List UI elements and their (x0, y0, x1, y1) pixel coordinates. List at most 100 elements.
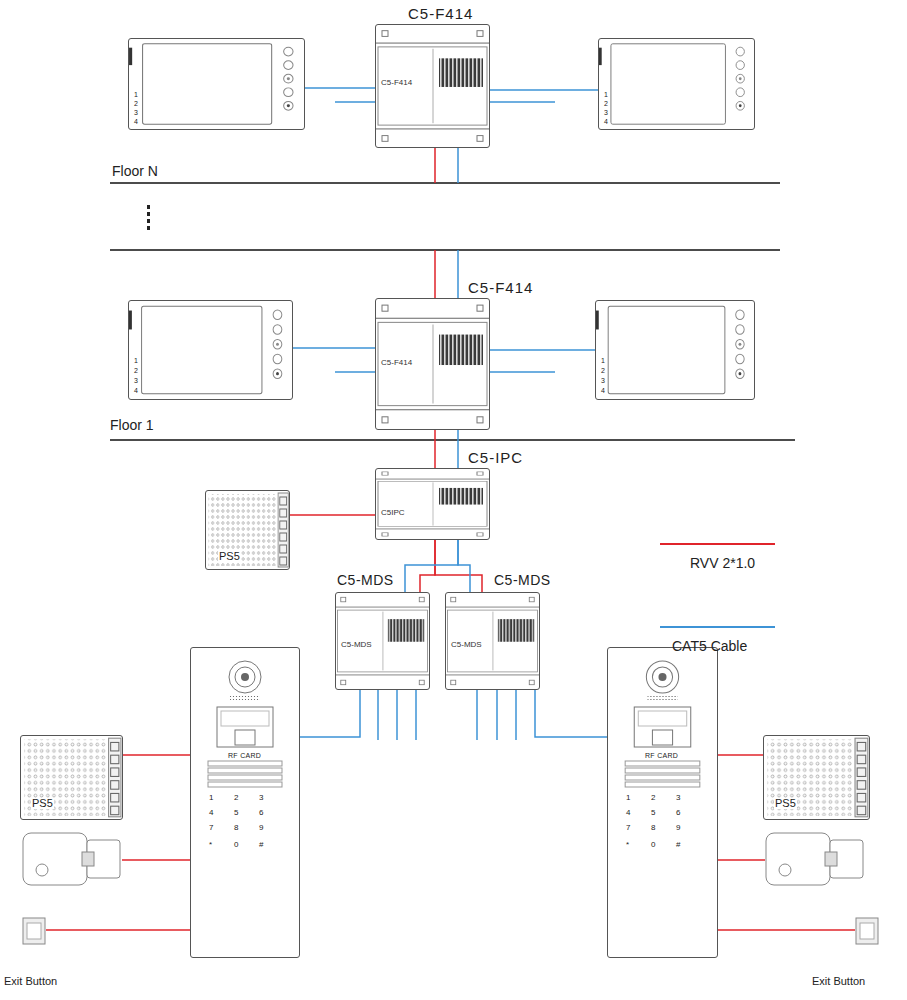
cat5-cable (458, 540, 470, 592)
reader-label: RF CARD (645, 752, 678, 759)
floor-line (110, 439, 795, 440)
keypad-key: 3 (259, 794, 263, 802)
switch-drawing (445, 592, 540, 690)
keypad-key: 7 (209, 824, 213, 832)
button-number: 3 (134, 377, 138, 384)
video-monitor: 1234 (128, 300, 293, 400)
keypad-key: 1 (626, 794, 630, 802)
cat5-cable (293, 347, 375, 349)
keypad-key: * (626, 841, 629, 849)
keypad-key: 2 (651, 794, 655, 802)
model-name: C5-IPC (466, 450, 525, 465)
keypad-key: 8 (651, 824, 655, 832)
cat5-cable (490, 89, 598, 91)
exit-wire (718, 929, 855, 931)
panel-label: C5-F414 (380, 359, 413, 367)
ellipsis-dot (147, 205, 150, 209)
connector-group (123, 88, 763, 755)
power-supply: PS5 (20, 735, 123, 820)
cat5-stub (490, 101, 555, 103)
monitor-drawing (595, 300, 755, 400)
keypad-key: 1 (209, 794, 213, 802)
keypad-key: 7 (626, 824, 630, 832)
button-number: 2 (134, 100, 138, 107)
floor-label: Floor N (112, 164, 158, 178)
door-station: RF CARD123456789*0# (607, 647, 718, 958)
video-monitor: 1 2 3 4 (598, 38, 755, 130)
keypad-key: 5 (234, 809, 238, 817)
cat5-stub (476, 690, 478, 740)
power-wire (435, 540, 482, 592)
power-wire (434, 148, 436, 298)
door-station: RF CARD123456789*0# (190, 647, 300, 958)
cat5-cable (490, 349, 595, 351)
monitor-drawing (598, 38, 755, 130)
power-supply: PS5 (763, 735, 870, 820)
button-number: 3 (601, 377, 605, 384)
power-wire (290, 514, 375, 516)
psu-drawing (205, 490, 290, 570)
button-number: 4 (134, 387, 138, 394)
button-number: 4 (601, 387, 605, 394)
psu-drawing (763, 735, 870, 820)
cat5-stub (496, 690, 498, 740)
video-monitor: 1234 (595, 300, 755, 400)
exit-wire (46, 929, 190, 931)
caption-label: Exit Button (812, 976, 865, 987)
monitor-drawing (128, 300, 293, 400)
reader-label: RF CARD (228, 752, 261, 759)
exit-button-symbol (856, 918, 878, 944)
model-name: C5-MDS (493, 573, 552, 587)
keypad-key: 4 (209, 809, 213, 817)
button-number: 1 (134, 91, 138, 98)
exit-button-symbol (23, 918, 45, 944)
video-monitor: 1 2 3 4 (128, 38, 305, 130)
cat5-stub (515, 690, 517, 740)
cat5-cable (405, 540, 458, 592)
button-number: 4 (134, 118, 138, 125)
model-name: C5-MDS (336, 573, 395, 587)
keypad-key: * (209, 841, 212, 849)
button-number: 1 (601, 357, 605, 364)
button-number: 2 (604, 100, 608, 107)
psu-drawing (20, 735, 123, 820)
keypad-key: # (676, 841, 680, 849)
psu-label: PS5 (774, 798, 797, 809)
ellipsis-dot (147, 212, 150, 216)
button-number: 4 (604, 118, 608, 125)
panel-label: C5-MDS (450, 641, 483, 649)
cat5-stub (396, 690, 398, 740)
model-name: C5-F414 (466, 280, 535, 295)
button-number: 1 (604, 91, 608, 98)
legend-swatch (660, 543, 775, 545)
psu-label: PS5 (218, 551, 241, 562)
button-number: 3 (604, 109, 608, 116)
keypad-key: 5 (651, 809, 655, 817)
distributor-drawing (375, 24, 490, 148)
cat5-stub (377, 690, 379, 740)
floor-label: Floor 1 (110, 418, 154, 432)
cat5-cable (457, 430, 459, 468)
button-number: 1 (134, 357, 138, 364)
power-wire (718, 754, 763, 756)
keypad-key: 8 (234, 824, 238, 832)
keypad-key: 3 (676, 794, 680, 802)
caption-label: Exit Button (4, 976, 57, 987)
cat5-stub (415, 690, 417, 740)
power-wire (420, 540, 435, 592)
switch-drawing (335, 592, 430, 690)
cat5-cable (457, 148, 459, 298)
cat5-stub (335, 371, 375, 373)
lock-symbol (766, 833, 863, 885)
distributor-module: C5-F414C5-F414 (375, 298, 490, 430)
button-number: 3 (134, 109, 138, 116)
cat5-stub (490, 371, 555, 373)
switch-module: C5-MDSC5-MDS (445, 592, 540, 690)
legend-text: CAT5 Cable (672, 639, 747, 653)
keypad-key: 0 (234, 841, 238, 849)
keypad-key: 6 (676, 809, 680, 817)
cat5-cable (535, 690, 607, 737)
keypad-key: 9 (259, 824, 263, 832)
